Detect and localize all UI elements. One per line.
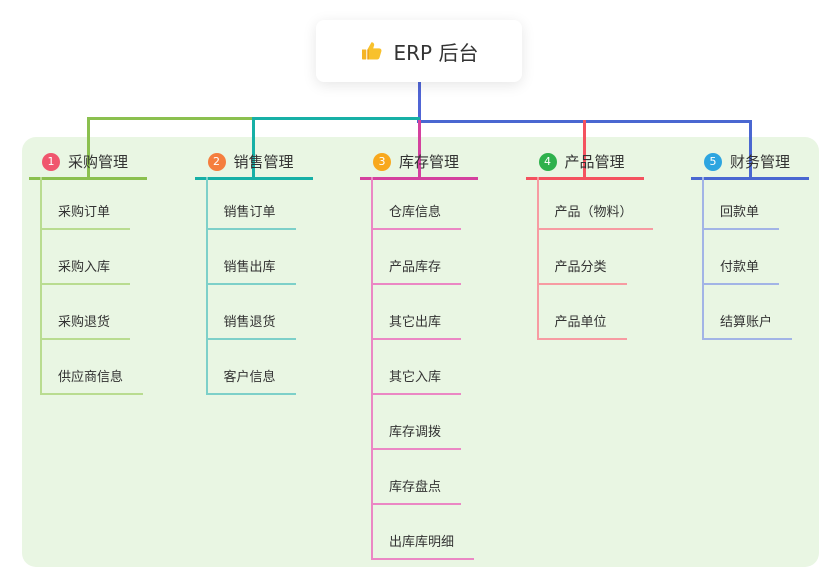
- branch: 1 采购管理 采购订单采购入库采购退货供应商信息: [29, 146, 147, 395]
- branch-number-badge: 1: [42, 152, 60, 171]
- branch-title: 采购管理: [68, 153, 129, 171]
- branch-children: 回款单付款单结算账户: [702, 177, 793, 340]
- branch-item-label: 销售出库: [223, 260, 276, 275]
- branch-item-label: 采购订单: [58, 205, 111, 220]
- branch-item[interactable]: 产品库存: [373, 258, 462, 285]
- branch-item[interactable]: 采购订单: [42, 203, 131, 230]
- branch-item[interactable]: 产品分类: [538, 258, 627, 285]
- branch-item[interactable]: 库存调拨: [373, 423, 462, 450]
- branches-panel: [22, 137, 819, 567]
- branch-children: 采购订单采购入库采购退货供应商信息: [40, 177, 144, 395]
- root-node[interactable]: ERP 后台: [316, 20, 522, 82]
- branch-item-label: 库存盘点: [389, 480, 442, 495]
- branch-header[interactable]: 2 销售管理: [194, 146, 313, 180]
- connector-line: [417, 82, 421, 120]
- branch-item[interactable]: 产品（物料）: [538, 203, 653, 230]
- branch-item[interactable]: 供应商信息: [42, 368, 144, 395]
- branch-header[interactable]: 3 库存管理: [360, 146, 478, 180]
- branch-item-label: 客户信息: [223, 370, 276, 385]
- branch-item-label: 销售订单: [223, 205, 276, 220]
- branch-number-badge: 3: [373, 152, 391, 171]
- branch-header[interactable]: 1 采购管理: [29, 146, 147, 180]
- branch-item[interactable]: 销售出库: [207, 258, 296, 285]
- branch-item[interactable]: 销售订单: [207, 203, 296, 230]
- branch-item-label: 库存调拨: [389, 425, 442, 440]
- branch: 5 财务管理 回款单付款单结算账户: [691, 146, 809, 340]
- branch: 3 库存管理 仓库信息产品库存其它出库其它入库库存调拨库存盘点出库库明细: [360, 146, 478, 560]
- connector-line: [252, 117, 255, 177]
- branch-header[interactable]: 5 财务管理: [691, 146, 809, 180]
- branch-item-label: 出库库明细: [389, 535, 455, 550]
- branch-item[interactable]: 结算账户: [704, 313, 793, 340]
- branch-item-label: 采购入库: [58, 260, 111, 275]
- branch-item-label: 结算账户: [720, 315, 773, 330]
- branch-item-label: 仓库信息: [389, 205, 442, 220]
- connector-line: [252, 117, 420, 120]
- branch-number-badge: 2: [207, 152, 226, 171]
- branch-item[interactable]: 出库库明细: [373, 533, 475, 560]
- branch-title: 库存管理: [399, 153, 460, 171]
- branch: 2 销售管理 销售订单销售出库销售退货客户信息: [194, 146, 313, 395]
- branch-children: 仓库信息产品库存其它出库其它入库库存调拨库存盘点出库库明细: [371, 177, 475, 560]
- branch-item[interactable]: 其它出库: [373, 313, 462, 340]
- branch-title: 产品管理: [564, 153, 625, 171]
- branch-header[interactable]: 4 产品管理: [525, 146, 644, 180]
- branch-item[interactable]: 回款单: [704, 203, 780, 230]
- branch-number-badge: 4: [538, 152, 557, 171]
- branch-item[interactable]: 采购入库: [42, 258, 131, 285]
- branch-item[interactable]: 付款单: [704, 258, 780, 285]
- branch-title: 销售管理: [233, 153, 294, 171]
- root-node-label: ERP 后台: [393, 40, 479, 65]
- connector-line: [86, 117, 90, 177]
- branch-item-label: 回款单: [720, 205, 760, 220]
- connector-line: [748, 120, 752, 177]
- branch-item-label: 产品分类: [554, 260, 607, 275]
- branch-item[interactable]: 采购退货: [42, 313, 131, 340]
- branch-item[interactable]: 库存盘点: [373, 478, 462, 505]
- branch-item-label: 其它入库: [389, 370, 442, 385]
- connector-line: [86, 117, 255, 120]
- branch-item-label: 产品库存: [389, 260, 442, 275]
- branch-item-label: 供应商信息: [58, 370, 124, 385]
- branch: 4 产品管理 产品（物料） 产品分类产品单位: [525, 146, 653, 340]
- branch-item[interactable]: 销售退货: [207, 313, 296, 340]
- connector-line: [417, 120, 421, 177]
- branch-item-label: 其它出库: [389, 315, 442, 330]
- thumbs-up-icon: [360, 39, 384, 63]
- connector-line: [583, 120, 586, 177]
- branch-item[interactable]: 其它入库: [373, 368, 462, 395]
- branch-item[interactable]: 仓库信息: [373, 203, 462, 230]
- branch-children: 销售订单销售出库销售退货客户信息: [205, 177, 296, 395]
- branch-item-label: 产品（物料）: [554, 205, 633, 220]
- branch-item-label: 销售退货: [223, 315, 276, 330]
- branch-number-badge: 5: [704, 152, 722, 171]
- branch-item[interactable]: 客户信息: [207, 368, 296, 395]
- branch-item-label: 采购退货: [58, 315, 111, 330]
- branch-title: 财务管理: [730, 153, 791, 171]
- branch-children: 产品（物料） 产品分类产品单位: [536, 177, 653, 340]
- branch-item[interactable]: 产品单位: [538, 313, 627, 340]
- branch-item-label: 产品单位: [554, 315, 607, 330]
- branch-item-label: 付款单: [720, 260, 760, 275]
